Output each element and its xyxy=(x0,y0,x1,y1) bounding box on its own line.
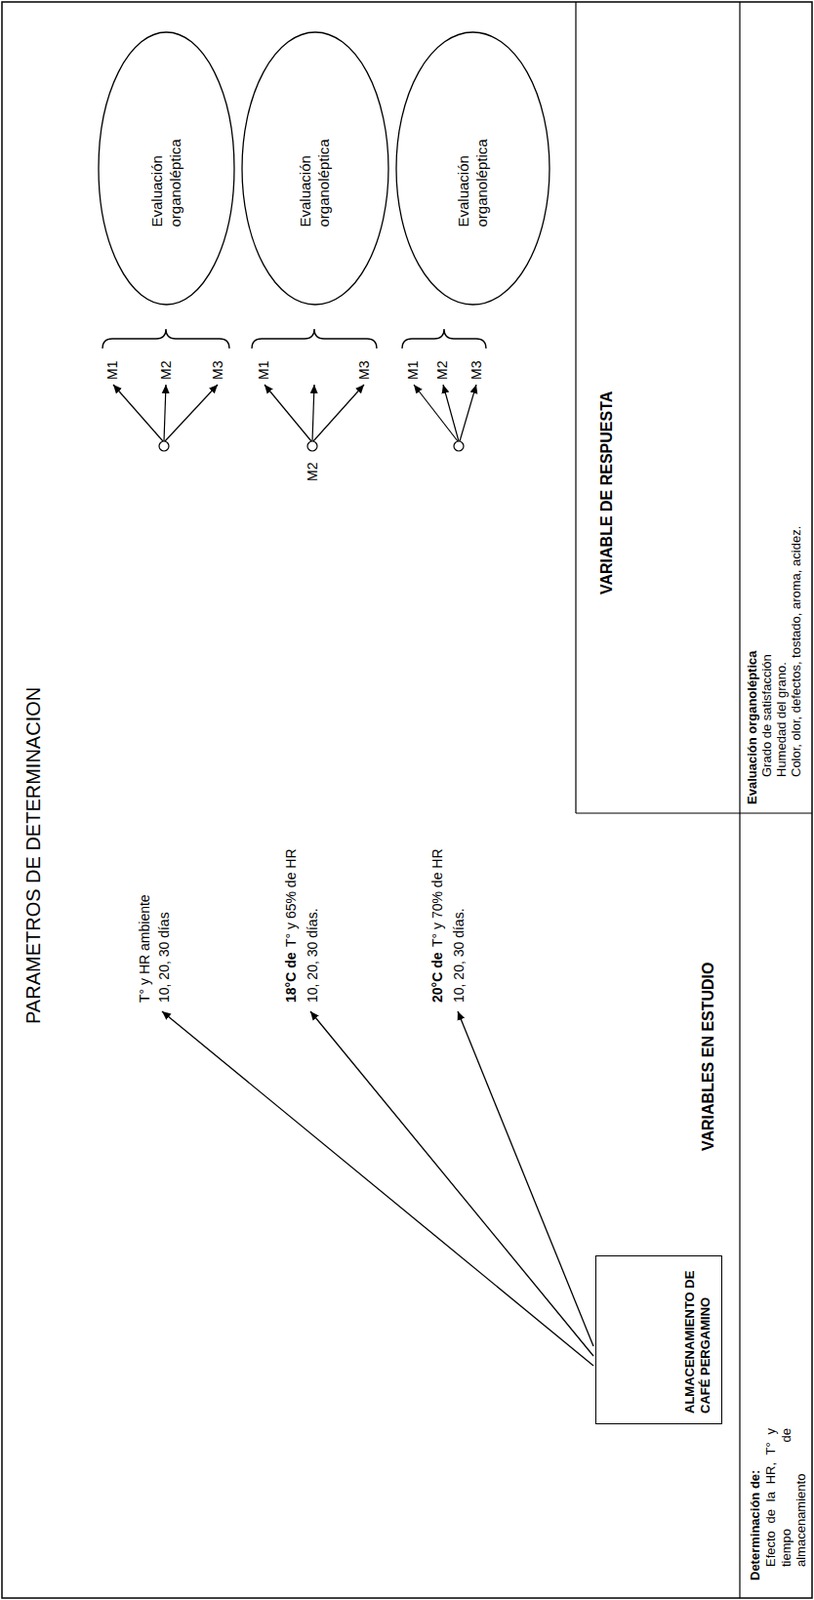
sample-label: M2 xyxy=(434,361,451,380)
condition-text: 20°C de xyxy=(429,951,447,1003)
table-cell-heading: Determinación de: xyxy=(747,1469,764,1581)
evaluation-ellipse: Evaluación organoléptica xyxy=(394,30,552,307)
table-header: VARIABLES EN ESTUDIO xyxy=(698,962,718,1152)
sample-label: M3 xyxy=(468,361,486,380)
condition-text: T° y 70% de HR xyxy=(429,848,447,947)
days-text: 10, 20, 30 días xyxy=(156,911,173,1003)
evaluation-ellipse: Evaluación organoléptica xyxy=(96,30,237,307)
table-cell: Grado de satisfacción xyxy=(759,653,775,777)
ellipse-label: Evaluación organoléptica xyxy=(296,110,334,228)
sample-label: M2 xyxy=(158,361,175,380)
table-cell: Efecto de la HR, T° y tiempo de almacena… xyxy=(763,1427,810,1567)
sample-label: M2 xyxy=(304,462,322,482)
table-rule xyxy=(575,812,813,814)
branch-arrow xyxy=(162,1011,594,1366)
table-cell: Humedad del grano. xyxy=(773,661,790,777)
sample-arrow xyxy=(113,384,163,442)
ellipse-label: Evaluación organoléptica xyxy=(148,110,186,228)
condition-text: 18°C de xyxy=(283,951,300,1003)
sample-arrow xyxy=(164,384,218,442)
ellipse-shape xyxy=(98,32,235,305)
table-cell-heading: Evaluación organoléptica xyxy=(744,651,761,806)
evaluation-ellipse: Evaluación organoléptica xyxy=(240,30,391,307)
condition-text: T° y HR ambiente xyxy=(136,894,154,1003)
table-header: VARIABLE DE RESPUESTA xyxy=(597,391,616,595)
table-cell: Color, olor, defectos, tostado, aroma, a… xyxy=(788,526,805,777)
curly-brace xyxy=(402,328,487,349)
split-point xyxy=(453,441,464,451)
table-rule xyxy=(574,1,576,814)
table-rule xyxy=(738,1,740,1598)
split-point xyxy=(159,441,169,451)
sample-label: M1 xyxy=(405,361,422,380)
storage-box: ALMACENAMIENTO DE CAFÉ PERGAMINO xyxy=(595,1255,723,1425)
branch-arrow xyxy=(310,1011,594,1356)
sample-label: M3 xyxy=(209,361,227,380)
sample-arrow xyxy=(312,384,315,442)
sample-label: M1 xyxy=(104,361,122,380)
diagram-title: PARAMETROS DE DETERMINACION xyxy=(21,687,45,1024)
curly-brace xyxy=(251,328,377,349)
box-label: ALMACENAMIENTO DE CAFÉ PERGAMINO xyxy=(682,1266,715,1414)
curly-brace xyxy=(102,328,230,349)
sample-label: M1 xyxy=(255,361,273,380)
split-point xyxy=(307,441,318,451)
sample-arrow xyxy=(443,384,459,442)
sample-arrow xyxy=(459,384,477,442)
sample-label: M3 xyxy=(356,361,373,380)
sample-arrow xyxy=(264,384,312,442)
condition-text: T° y 65% de HR xyxy=(283,848,300,947)
ellipse-shape xyxy=(242,32,389,305)
ellipse-shape xyxy=(396,32,550,305)
days-text: 10, 20, 30 días. xyxy=(304,907,322,1003)
sample-arrow xyxy=(413,384,458,442)
days-text: 10, 20, 30 días. xyxy=(450,907,468,1003)
ellipse-label: Evaluación organoléptica xyxy=(454,110,492,228)
branch-arrow xyxy=(457,1011,594,1346)
sample-arrow xyxy=(313,384,365,442)
sample-arrow xyxy=(163,384,166,442)
